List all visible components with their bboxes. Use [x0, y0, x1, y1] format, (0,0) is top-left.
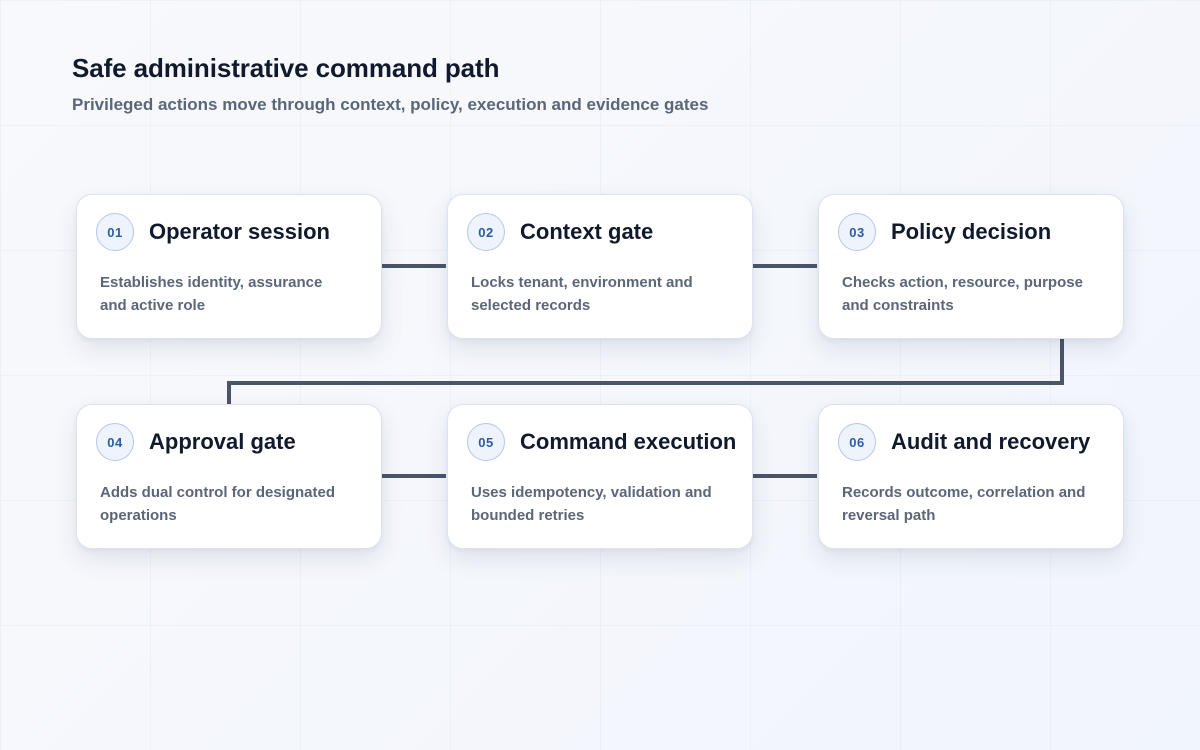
step-card-audit-and-recovery: 06 Audit and recovery Records outcome, c…	[818, 404, 1124, 549]
step-description: Locks tenant, environment and selected r…	[471, 274, 693, 314]
page-title: Safe administrative command path	[72, 53, 500, 83]
step-number-badge: 06	[838, 423, 876, 461]
step-card-approval-gate: 04 Approval gate Adds dual control for d…	[76, 404, 382, 549]
step-card-context-gate: 02 Context gate Locks tenant, environmen…	[447, 194, 753, 339]
connector-03-04	[227, 339, 1064, 404]
step-description: Establishes identity, assurance and acti…	[100, 274, 323, 314]
step-description: Checks action, resource, purpose and con…	[842, 274, 1083, 314]
step-description: Records outcome, correlation and reversa…	[842, 484, 1086, 524]
step-number-badge: 05	[467, 423, 505, 461]
step-title: Context gate	[520, 219, 654, 244]
step-title: Policy decision	[891, 219, 1052, 244]
step-card-policy-decision: 03 Policy decision Checks action, resour…	[818, 194, 1124, 339]
step-number-badge: 01	[96, 213, 134, 251]
step-number-badge: 03	[838, 213, 876, 251]
step-description: Adds dual control for designated operati…	[100, 484, 336, 524]
step-title: Operator session	[149, 219, 330, 244]
page-subtitle: Privileged actions move through context,…	[72, 95, 709, 114]
step-title: Approval gate	[149, 429, 296, 454]
step-card-operator-session: 01 Operator session Establishes identity…	[76, 194, 382, 339]
step-title: Audit and recovery	[891, 429, 1091, 454]
step-description: Uses idempotency, validation and bounded…	[471, 484, 712, 524]
step-number-badge: 04	[96, 423, 134, 461]
step-title: Command execution	[520, 429, 737, 454]
step-card-command-execution: 05 Command execution Uses idempotency, v…	[447, 404, 753, 549]
step-number-badge: 02	[467, 213, 505, 251]
